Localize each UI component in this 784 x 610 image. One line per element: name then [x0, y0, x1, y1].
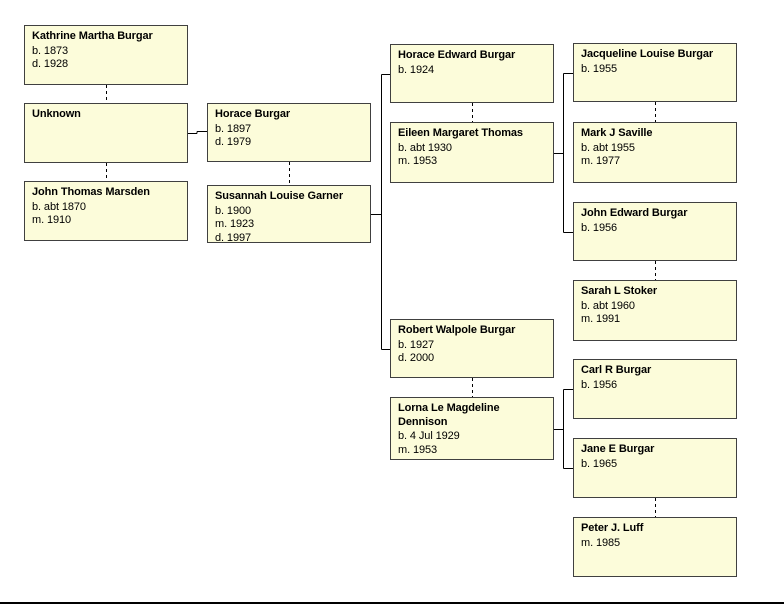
person-detail: b. 1924 — [398, 63, 435, 76]
person-detail: m. 1953 — [398, 443, 438, 456]
bottom-divider — [0, 602, 784, 604]
person-detail: b. 1956 — [581, 221, 618, 234]
person-detail: b. 4 Jul 1929 — [398, 430, 460, 442]
person-name: John Edward Burgar — [581, 207, 688, 219]
person-detail: d. 1928 — [32, 58, 69, 70]
person-detail: b. abt 1930 — [398, 141, 452, 154]
person-detail: m. 1953 — [398, 155, 438, 167]
person-name: Lorna Le Magdeline Dennison — [398, 402, 500, 428]
person-name: Carl R Burgar — [581, 364, 652, 376]
person-box-jane[interactable]: Jane E Burgar b. 1965 — [573, 438, 737, 498]
person-detail: m. 1977 — [581, 155, 621, 167]
person-name: Sarah L Stoker — [581, 285, 658, 297]
person-detail: d. 1997 — [215, 231, 252, 243]
person-detail: m. 1923 — [215, 218, 255, 230]
person-box-unknown[interactable]: Unknown — [24, 103, 188, 163]
person-detail: b. 1897 — [215, 122, 252, 135]
person-box-peter[interactable]: Peter J. Luff m. 1985 — [573, 517, 737, 577]
person-name: Horace Burgar — [215, 108, 291, 120]
person-detail: m. 1991 — [581, 313, 621, 325]
person-box-lorna[interactable]: Lorna Le Magdeline Dennison b. 4 Jul 1929… — [390, 397, 554, 460]
person-name: Susannah Louise Garner — [215, 190, 344, 202]
person-name: Mark J Saville — [581, 127, 653, 139]
person-detail: b. 1955 — [581, 62, 618, 75]
person-name: Kathrine Martha Burgar — [32, 30, 153, 42]
person-detail: b. abt 1870 — [32, 200, 86, 213]
person-name: Robert Walpole Burgar — [398, 324, 516, 336]
person-box-carl[interactable]: Carl R Burgar b. 1956 — [573, 359, 737, 419]
person-detail: d. 2000 — [398, 352, 435, 364]
person-box-john-edward[interactable]: John Edward Burgar b. 1956 — [573, 202, 737, 261]
person-box-jacqueline[interactable]: Jacqueline Louise Burgar b. 1955 — [573, 43, 737, 102]
person-detail: m. 1985 — [581, 536, 621, 549]
person-detail: b. 1965 — [581, 457, 618, 470]
person-detail: b. abt 1955 — [581, 141, 635, 154]
person-detail: b. abt 1960 — [581, 299, 635, 312]
person-name: Horace Edward Burgar — [398, 49, 516, 61]
person-name: Jacqueline Louise Burgar — [581, 48, 714, 60]
person-name: Jane E Burgar — [581, 443, 655, 455]
person-name: Eileen Margaret Thomas — [398, 127, 523, 139]
person-detail: b. 1927 — [398, 338, 435, 351]
person-detail: b. 1900 — [215, 204, 252, 217]
person-name: Unknown — [32, 108, 81, 120]
person-name: Peter J. Luff — [581, 522, 644, 534]
person-detail: b. 1873 — [32, 44, 69, 57]
person-detail: m. 1910 — [32, 214, 72, 226]
person-detail: b. 1956 — [581, 378, 618, 391]
person-name: John Thomas Marsden — [32, 186, 150, 198]
person-detail: d. 1979 — [215, 136, 252, 148]
person-box-horace-edward[interactable]: Horace Edward Burgar b. 1924 — [390, 44, 554, 103]
